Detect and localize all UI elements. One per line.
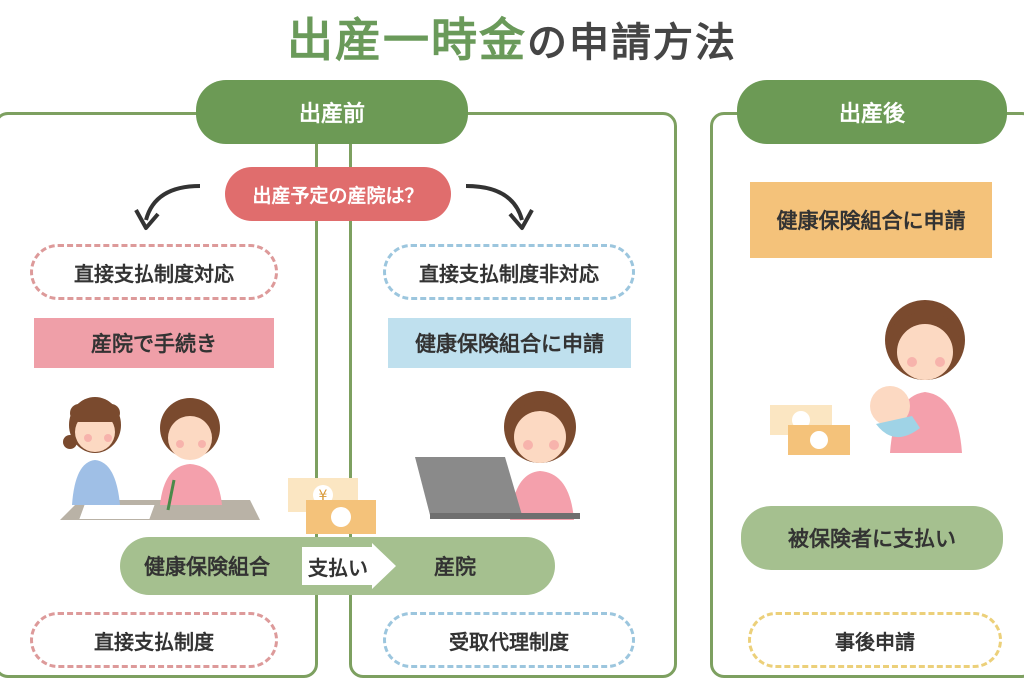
- question-pill: 出産予定の産院は？: [225, 167, 451, 221]
- after-action-label: 健康保険組合に申請: [776, 209, 966, 233]
- right-action-label: 健康保険組合に申請: [415, 332, 604, 356]
- flow-arrow-label: 支払い: [308, 556, 368, 580]
- laptop-mother-illustration: [415, 391, 580, 520]
- left-system: 直接支払制度: [30, 612, 278, 668]
- title-main: 出産一時金: [287, 13, 527, 67]
- after-header: 出産後: [737, 80, 1007, 144]
- arrow-left-icon: [134, 184, 201, 230]
- flow-to: 産院: [434, 555, 476, 579]
- yen-bills-icon: ¥: [288, 478, 376, 534]
- flow-arrow-icon: [302, 543, 396, 589]
- right-status-label: 直接支払制度非対応: [419, 261, 599, 286]
- yen-bills-right-icon: [770, 405, 850, 455]
- left-system-label: 直接支払制度: [94, 629, 214, 654]
- yen-symbol: ¥: [319, 488, 328, 504]
- left-status: 直接支払制度対応: [30, 244, 278, 300]
- flow-from: 健康保険組合: [144, 555, 270, 579]
- right-system: 受取代理制度: [383, 612, 635, 668]
- right-system-label: 受取代理制度: [449, 629, 569, 654]
- title-suffix: の申請方法: [527, 20, 737, 66]
- after-system-label: 事後申請: [835, 629, 915, 654]
- after-header-label: 出産後: [838, 102, 905, 127]
- mother-baby-illustration: [870, 300, 965, 453]
- right-status: 直接支払制度非対応: [383, 244, 635, 300]
- page-title: 出産一時金の申請方法: [0, 4, 1024, 70]
- left-action-box: 産院で手続き: [34, 318, 274, 368]
- after-action-box: 健康保険組合に申請: [750, 182, 992, 258]
- left-action-label: 産院で手続き: [91, 332, 217, 356]
- after-payment-pill: 被保険者に支払い: [741, 506, 1003, 570]
- before-header: 出産前: [196, 80, 468, 144]
- left-status-label: 直接支払制度対応: [74, 261, 234, 286]
- right-action-box: 健康保険組合に申請: [388, 318, 631, 368]
- payment-flow: 健康保険組合 支払い 産院: [120, 537, 555, 595]
- arrow-right-icon: [465, 184, 534, 230]
- after-payment-label: 被保険者に支払い: [788, 527, 956, 551]
- nurse-mother-illustration: [60, 397, 260, 520]
- before-header-label: 出産前: [298, 102, 365, 127]
- question-label: 出産予定の産院は？: [252, 184, 424, 207]
- after-system: 事後申請: [748, 612, 1002, 668]
